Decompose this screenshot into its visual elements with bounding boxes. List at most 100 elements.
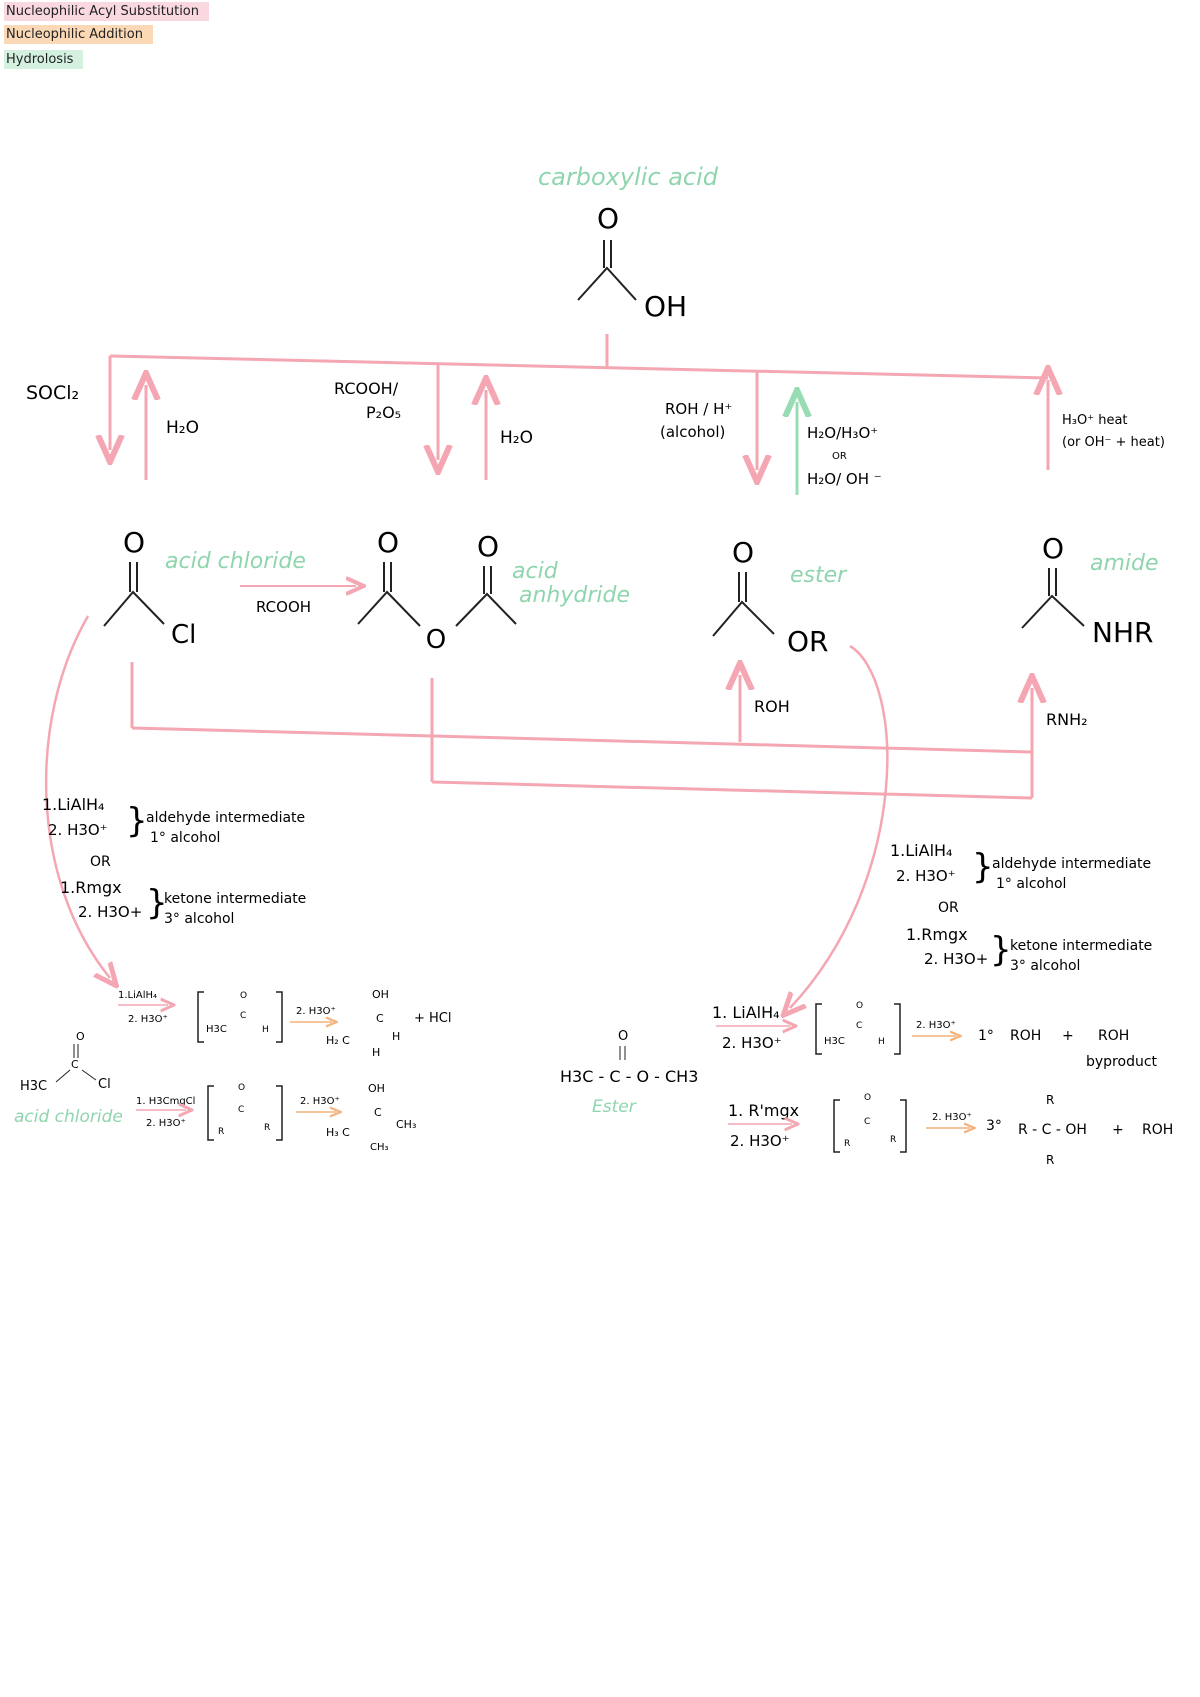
carboxylic-carbonyl-o: O xyxy=(597,202,619,235)
lr-tert-c: C xyxy=(374,1106,382,1119)
rr-tertiary: 3° xyxy=(986,1118,1002,1134)
rr-plus: + xyxy=(1062,1028,1074,1044)
left-note-aldehyde: aldehyde intermediate xyxy=(146,810,305,826)
carboxylic-acid-label: carboxylic acid xyxy=(538,163,719,191)
lr-ket-r2: R xyxy=(264,1123,270,1133)
reagent-socl2: SOCl₂ xyxy=(26,382,79,404)
reagent-rcooh-mid: RCOOH xyxy=(256,598,311,616)
left-note-rmgx: 1.Rmgx xyxy=(60,878,122,897)
lr-h3o: 2. H3O⁺ xyxy=(128,1014,168,1025)
left-note-h3o: 2. H3O⁺ xyxy=(48,821,108,839)
legend-acyl-substitution: Nucleophilic Acyl Substitution xyxy=(4,2,209,21)
rr-ald-c: C xyxy=(856,1021,862,1031)
reagent-or: OR xyxy=(832,451,847,462)
lr-ket-r1: R xyxy=(218,1127,224,1137)
reagent-rcooh: RCOOH/ xyxy=(334,379,399,398)
left-note-h3o-2: 2. H3O+ xyxy=(78,903,142,921)
right-note-lialh4: 1.LiAlH₄ xyxy=(890,841,952,860)
acid-chloride-label: acid chloride xyxy=(165,549,306,574)
reagent-alcohol: (alcohol) xyxy=(660,423,725,441)
acid-chloride-o: O xyxy=(123,526,145,559)
rr-plus-2: + xyxy=(1112,1122,1124,1138)
amide-nhr: NHR xyxy=(1092,616,1153,649)
anhydride-o-1: O xyxy=(377,526,399,559)
acid-chloride-cl: Cl xyxy=(171,620,196,650)
anhydride-label-2: anhydride xyxy=(519,583,630,608)
left-note-ketone: ketone intermediate xyxy=(164,891,306,907)
rr-ald-h: H xyxy=(878,1037,885,1047)
left-note-primary: 1° alcohol xyxy=(150,830,220,846)
right-note-ketone: ketone intermediate xyxy=(1010,938,1152,954)
ester-o: O xyxy=(732,536,754,569)
curved-arrow-acid-chloride xyxy=(44,615,110,978)
rr-roh-by: ROH xyxy=(1098,1028,1129,1044)
legend-nucleophilic-addition: Nucleophilic Addition xyxy=(4,25,153,44)
lr-tert-oh: OH xyxy=(368,1082,385,1095)
rr-ald-h3c: H3C xyxy=(824,1036,845,1047)
left-note-tertiary: 3° alcohol xyxy=(164,911,234,927)
lr-prod-c: C xyxy=(376,1012,384,1025)
lr-lialh4: 1.LiAlH₄ xyxy=(118,990,157,1001)
lr-ket-o: O xyxy=(238,1083,245,1093)
right-note-tertiary: 3° alcohol xyxy=(1010,958,1080,974)
rr-ald-o: O xyxy=(856,1001,863,1011)
acid-chloride-molecule: O Cl acid chloride xyxy=(103,526,306,650)
rr-ket-r1: R xyxy=(844,1139,850,1149)
lr-plus-hcl: + HCl xyxy=(414,1011,452,1026)
lr-ald-c: C xyxy=(240,1011,246,1021)
rr-primary: 1° xyxy=(978,1028,994,1044)
reagent-oh-heat: (or OH⁻ + heat) xyxy=(1062,435,1165,450)
right-reduction-notes: 1.LiAlH₄ 2. H3O⁺ } aldehyde intermediate… xyxy=(890,841,1152,974)
lr-step2b: 2. H3O⁺ xyxy=(300,1096,340,1107)
carboxylic-acid-molecule: carboxylic acid O OH xyxy=(538,163,719,323)
lr-h3o-b: 2. H3O⁺ xyxy=(146,1118,186,1129)
rr-prod-r-bottom: R xyxy=(1046,1153,1054,1167)
lr-cl: Cl xyxy=(98,1077,111,1092)
lr-ald-h: H xyxy=(262,1025,269,1035)
rr-ester-formula: H3C - C - O - CH3 xyxy=(560,1067,698,1086)
reagent-roh-mid: ROH xyxy=(754,697,790,716)
right-note-aldehyde: aldehyde intermediate xyxy=(992,856,1151,872)
left-brace-1: } xyxy=(126,801,148,841)
right-note-h3o-2: 2. H3O+ xyxy=(924,950,988,968)
lr-tert-ch3: CH₃ xyxy=(396,1118,416,1131)
reagent-h2o-oh: H₂O/ OH ⁻ xyxy=(807,470,882,488)
lr-o: O xyxy=(76,1030,85,1043)
lr-step2: 2. H3O⁺ xyxy=(296,1006,336,1017)
left-note-or: OR xyxy=(90,854,111,870)
lr-tert-h3c: H₃ C xyxy=(326,1126,350,1139)
anhydride-bridge-o: O xyxy=(426,625,446,655)
ester-bottom-label: Ester xyxy=(592,1097,637,1117)
rr-lialh4: 1. LiAlH₄ xyxy=(712,1003,780,1022)
anhydride-o-2: O xyxy=(477,530,499,563)
reagent-h2o-1: H₂O xyxy=(166,418,199,438)
acid-anhydride-molecule: O O O acid anhydride xyxy=(357,526,630,655)
reagent-h3o-heat: H₃O⁺ heat xyxy=(1062,413,1128,428)
rr-h3o-b: 2. H3O⁺ xyxy=(730,1132,790,1150)
top-connector xyxy=(110,334,1049,470)
reagent-rnh2: RNH₂ xyxy=(1046,710,1088,729)
rr-ket-c: C xyxy=(864,1117,870,1127)
amide-label: amide xyxy=(1090,551,1159,576)
acid-chloride-example: O C H3C Cl acid chloride 1.LiAlH₄ 2. H3O… xyxy=(14,988,452,1153)
reagent-h2o-h3o: H₂O/H₃O⁺ xyxy=(807,424,878,442)
right-note-primary: 1° alcohol xyxy=(996,876,1066,892)
rr-ket-r2: R xyxy=(890,1135,896,1145)
ester-or: OR xyxy=(787,625,829,658)
rr-roh-end: ROH xyxy=(1142,1122,1173,1138)
lr-c: C xyxy=(71,1058,79,1071)
anhydride-label-1: acid xyxy=(512,559,559,584)
rr-step2: 2. H3O⁺ xyxy=(916,1020,956,1031)
ester-molecule: O OR ester xyxy=(712,536,848,658)
lr-h3cmgcl: 1. H3CmgCl xyxy=(136,1096,195,1107)
acid-chloride-bottom-label: acid chloride xyxy=(14,1107,123,1127)
reagent-roh-h: ROH / H⁺ xyxy=(665,400,732,418)
right-note-or: OR xyxy=(938,900,959,916)
rr-prod-r-top: R xyxy=(1046,1093,1054,1107)
lr-ald-h3c: H3C xyxy=(206,1024,227,1035)
rr-rmgx: 1. R'mgx xyxy=(728,1101,799,1120)
lr-ald-o: O xyxy=(240,991,247,1001)
lr-h3c: H3C xyxy=(20,1079,47,1094)
rr-prod-rcoh: R - C - OH xyxy=(1018,1122,1087,1138)
rr-step2b: 2. H3O⁺ xyxy=(932,1112,972,1123)
